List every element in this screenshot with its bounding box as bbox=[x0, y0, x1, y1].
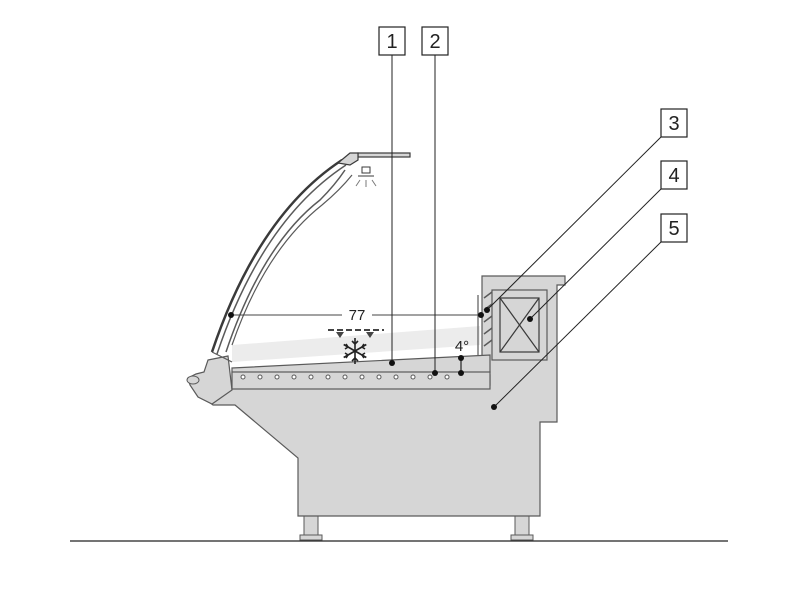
refrigeration-unit bbox=[491, 289, 548, 361]
callout-5-number: 5 bbox=[668, 218, 679, 240]
callout-5: 5 bbox=[491, 213, 688, 410]
callout-4-number: 4 bbox=[668, 165, 679, 187]
callout-1-number: 1 bbox=[386, 31, 397, 53]
callout-2-number: 2 bbox=[429, 31, 440, 53]
front-bumper bbox=[187, 355, 233, 405]
dimension-label: 77 bbox=[349, 307, 366, 324]
snowflake-icon bbox=[343, 338, 367, 364]
dimension-77 bbox=[228, 312, 484, 318]
callout-1: 1 bbox=[378, 26, 406, 366]
base-tray bbox=[231, 371, 491, 390]
tray-holes bbox=[240, 374, 450, 380]
top-canopy bbox=[336, 152, 411, 166]
air-flow-indicator-icon bbox=[328, 329, 384, 338]
callout-2: 2 bbox=[421, 26, 449, 376]
case-feet bbox=[299, 514, 534, 541]
angle-marker bbox=[458, 355, 464, 376]
callout-3-number: 3 bbox=[668, 113, 679, 135]
callout-3: 3 bbox=[484, 108, 688, 313]
front-handle-knob bbox=[186, 375, 200, 385]
angle-label: 4° bbox=[455, 338, 469, 355]
curved-glass bbox=[210, 158, 353, 363]
lamp-icon bbox=[355, 166, 377, 187]
callout-4: 4 bbox=[527, 160, 688, 322]
rear-panel bbox=[477, 291, 493, 355]
